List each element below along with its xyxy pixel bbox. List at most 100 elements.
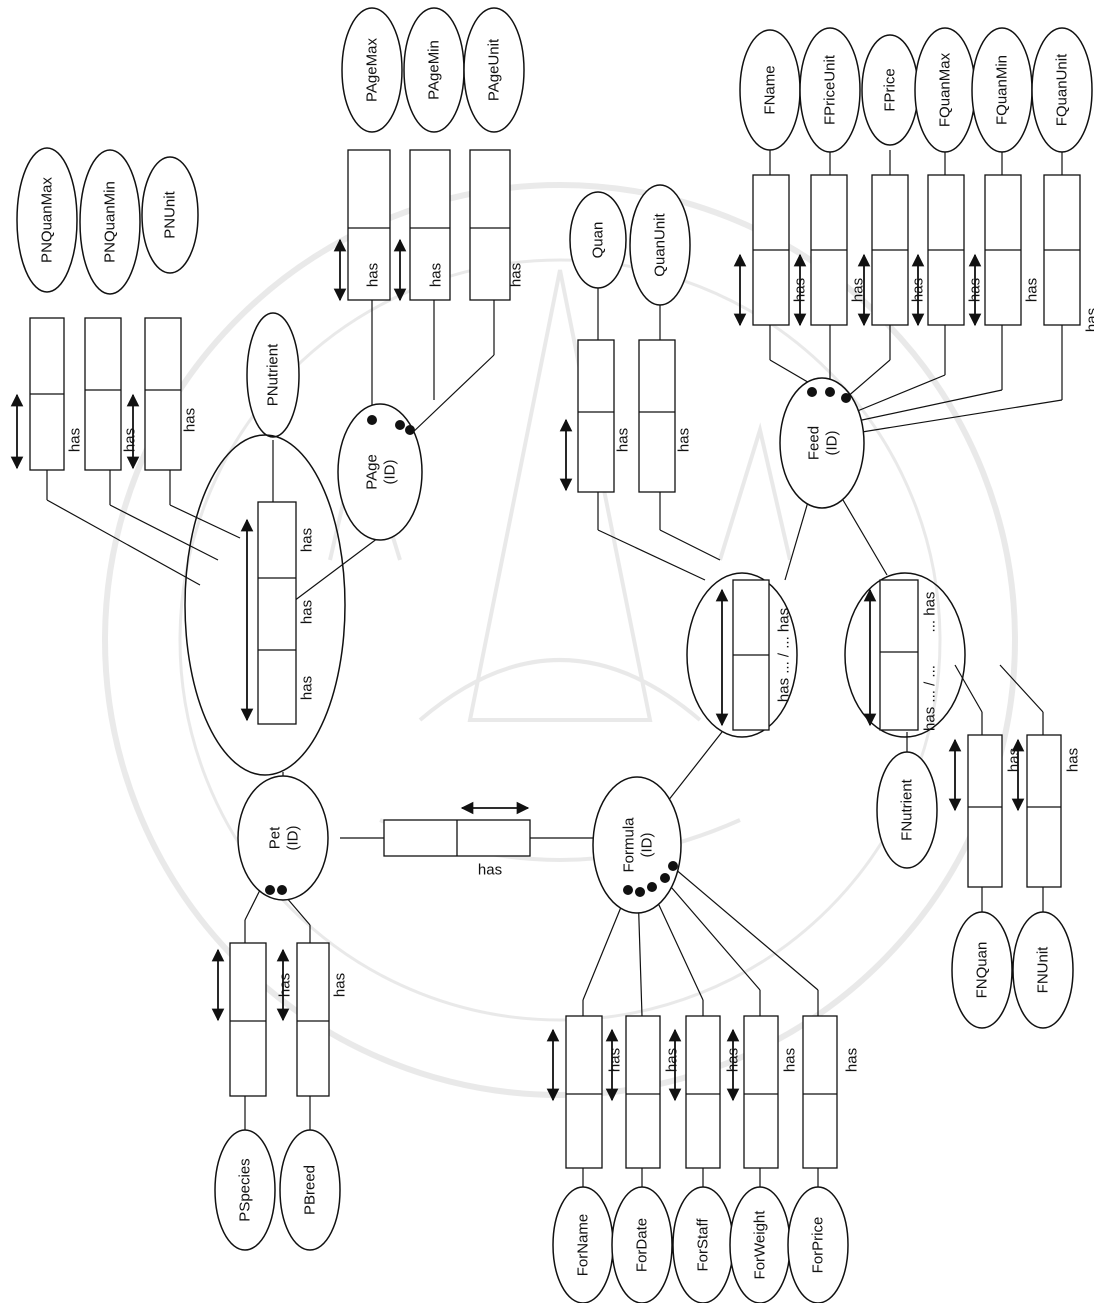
entity-types: Pet(ID)PAge(ID)Formula(ID)Feed(ID) — [185, 378, 965, 913]
page-name: PAge — [364, 454, 381, 490]
fnunit-value: FNUnit — [1013, 912, 1073, 1028]
pet-name: Pet — [267, 826, 284, 849]
fprice-value: FPrice — [862, 35, 918, 145]
fact-pnutrient-nested-label-1: has — [299, 528, 316, 552]
fquanmin-value: FQuanMin — [972, 28, 1032, 152]
feed-entity: Feed(ID) — [780, 378, 864, 508]
fprice-label: FPrice — [882, 68, 899, 111]
pagemax-label: PAgeMax — [364, 38, 381, 102]
page-entity: PAge(ID) — [338, 404, 422, 540]
fact-quan-label: has — [615, 428, 632, 452]
fact-fnutrient-nested-label-left: has ... / ... — [922, 665, 939, 731]
fact-pnutrient-nested — [258, 502, 296, 724]
fact-fnutrient-nested-label-right: ... has — [922, 592, 939, 633]
mandatory-dot-5 — [277, 885, 287, 895]
mandatory-dot-9 — [660, 873, 670, 883]
fact-forprice-label: has — [844, 1048, 861, 1072]
fact-quan-nested — [733, 580, 769, 730]
quan-label: Quan — [590, 222, 607, 259]
pspecies-value: PSpecies — [215, 1130, 275, 1250]
feed-name: Feed — [806, 426, 823, 460]
pet-ref: (ID) — [285, 826, 302, 851]
quanunit-value: QuanUnit — [630, 185, 690, 305]
fname-value: FName — [740, 30, 800, 150]
forstaff-value: ForStaff — [673, 1187, 733, 1303]
fact-forweight — [744, 1016, 778, 1168]
page-ref: (ID) — [382, 460, 399, 485]
pageunit-label: PAgeUnit — [486, 38, 503, 101]
forstaff-label: ForStaff — [695, 1218, 712, 1272]
mandatory-dot-12 — [841, 393, 851, 403]
fact-fordate — [626, 1016, 660, 1168]
fact-pbreed — [297, 943, 329, 1096]
fnquan-value: FNQuan — [952, 912, 1012, 1028]
pageunit-value: PAgeUnit — [464, 8, 524, 132]
formula-ref: (ID) — [639, 833, 656, 858]
pnutrient-value: PNutrient — [247, 313, 299, 437]
fact-pspecies — [230, 943, 266, 1096]
forprice-label: ForPrice — [810, 1217, 827, 1274]
fact-fnutrient-nested — [880, 580, 918, 730]
pagemin-label: PAgeMin — [426, 40, 443, 100]
pnquanmax-label: PNQuanMax — [39, 177, 56, 263]
fact-fquanunit-label: has — [1084, 308, 1094, 332]
fact-quan-nested-label: has ... / ... has — [776, 608, 793, 702]
fact-fnunit-label: has — [1065, 748, 1082, 772]
fact-fquanmax — [928, 175, 964, 325]
mandatory-dot-11 — [825, 387, 835, 397]
pbreed-value: PBreed — [280, 1130, 340, 1250]
fact-fpriceunit — [811, 175, 847, 325]
fact-pageunit-label: has — [508, 263, 525, 287]
forweight-value: ForWeight — [730, 1187, 790, 1303]
fact-pbreed-label: has — [332, 973, 349, 997]
fnutrient-label: FNutrient — [899, 778, 916, 841]
mandatory-dot-6 — [623, 885, 633, 895]
fact-pagemax-label: has — [365, 263, 382, 287]
fordate-value: ForDate — [612, 1187, 672, 1303]
fact-pnunit-label: has — [182, 408, 199, 432]
pet-entity: Pet(ID) — [238, 776, 328, 900]
mandatory-dot-1 — [367, 415, 377, 425]
forweight-label: ForWeight — [752, 1210, 769, 1280]
quanunit-label: QuanUnit — [652, 212, 669, 276]
fact-pagemin-label: has — [428, 263, 445, 287]
fact-quanunit-label: has — [676, 428, 693, 452]
fact-pnquanmax-label: has — [67, 428, 84, 452]
fordate-label: ForDate — [634, 1218, 651, 1272]
pnquanmax-value: PNQuanMax — [17, 148, 77, 292]
pbreed-label: PBreed — [302, 1165, 319, 1215]
fact-pnquanmin-label: has — [122, 428, 139, 452]
pnquanmin-value: PNQuanMin — [80, 150, 140, 294]
pnunit-label: PNUnit — [162, 190, 179, 238]
fact-quan — [578, 340, 614, 492]
mandatory-dot-8 — [647, 882, 657, 892]
fact-pnutrient-nested-label-2: has — [299, 600, 316, 624]
fact-pnquanmax — [30, 318, 64, 470]
mandatory-dot-10 — [668, 861, 678, 871]
fact-fquanmin-label: has — [1024, 278, 1041, 302]
fact-quanunit — [639, 340, 675, 492]
fact-pageunit — [470, 150, 510, 300]
mandatory-dot-7 — [635, 887, 645, 897]
mandatory-dot-13 — [807, 387, 817, 397]
fnutrient-value: FNutrient — [877, 752, 937, 868]
formula-name: Formula — [621, 817, 638, 873]
mandatory-dot-3 — [395, 420, 405, 430]
forname-label: ForName — [575, 1214, 592, 1277]
mandatory-dot-4 — [265, 885, 275, 895]
fpriceunit-label: FPriceUnit — [822, 54, 839, 125]
pnquanmin-label: PNQuanMin — [102, 181, 119, 263]
fact-fnunit — [1027, 735, 1061, 887]
fquanunit-value: FQuanUnit — [1032, 28, 1092, 152]
forprice-value: ForPrice — [788, 1187, 848, 1303]
fact-pnunit — [145, 318, 181, 470]
pagemin-value: PAgeMin — [404, 8, 464, 132]
fact-fquanunit — [1044, 175, 1080, 325]
fname-label: FName — [762, 65, 779, 114]
fquanunit-label: FQuanUnit — [1054, 53, 1071, 126]
fact-pnquanmin — [85, 318, 121, 470]
fact-fname — [753, 175, 789, 325]
mandatory-dot-2 — [405, 425, 415, 435]
fact-pet-formula-label: has — [478, 862, 502, 879]
